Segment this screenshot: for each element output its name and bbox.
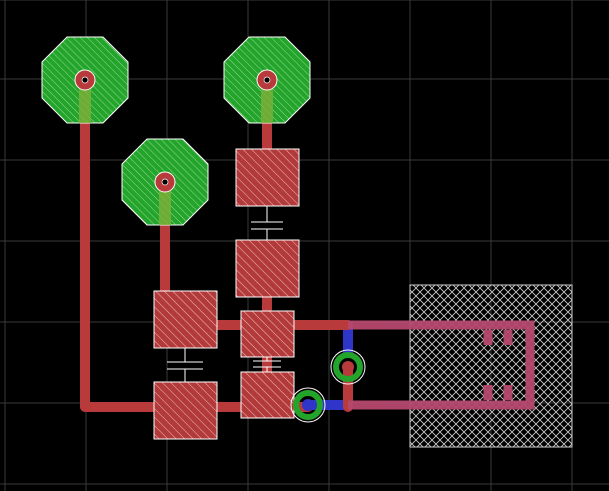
connector-trace[interactable] [348,320,535,410]
smd-pad[interactable] [235,239,300,298]
smd-pad[interactable] [153,290,218,349]
top-trace[interactable] [80,75,190,412]
vias [290,349,366,423]
smd-pads [153,148,300,440]
via[interactable] [330,349,366,385]
capacitor-symbol [253,357,281,372]
through-hole-pads [41,36,311,226]
via[interactable] [290,387,326,423]
through-hole-pad[interactable] [223,36,311,124]
through-hole-pad[interactable] [121,138,209,226]
keepout-region[interactable] [409,284,573,448]
smd-pad[interactable] [240,371,295,419]
capacitor-symbol [251,206,283,240]
smd-pad[interactable] [153,381,218,440]
connector-traces [348,320,535,410]
smd-pad[interactable] [240,310,295,358]
through-hole-pad[interactable] [41,36,129,124]
capacitor-symbol [167,348,203,382]
smd-pad[interactable] [235,148,300,207]
silkscreen [167,206,283,382]
